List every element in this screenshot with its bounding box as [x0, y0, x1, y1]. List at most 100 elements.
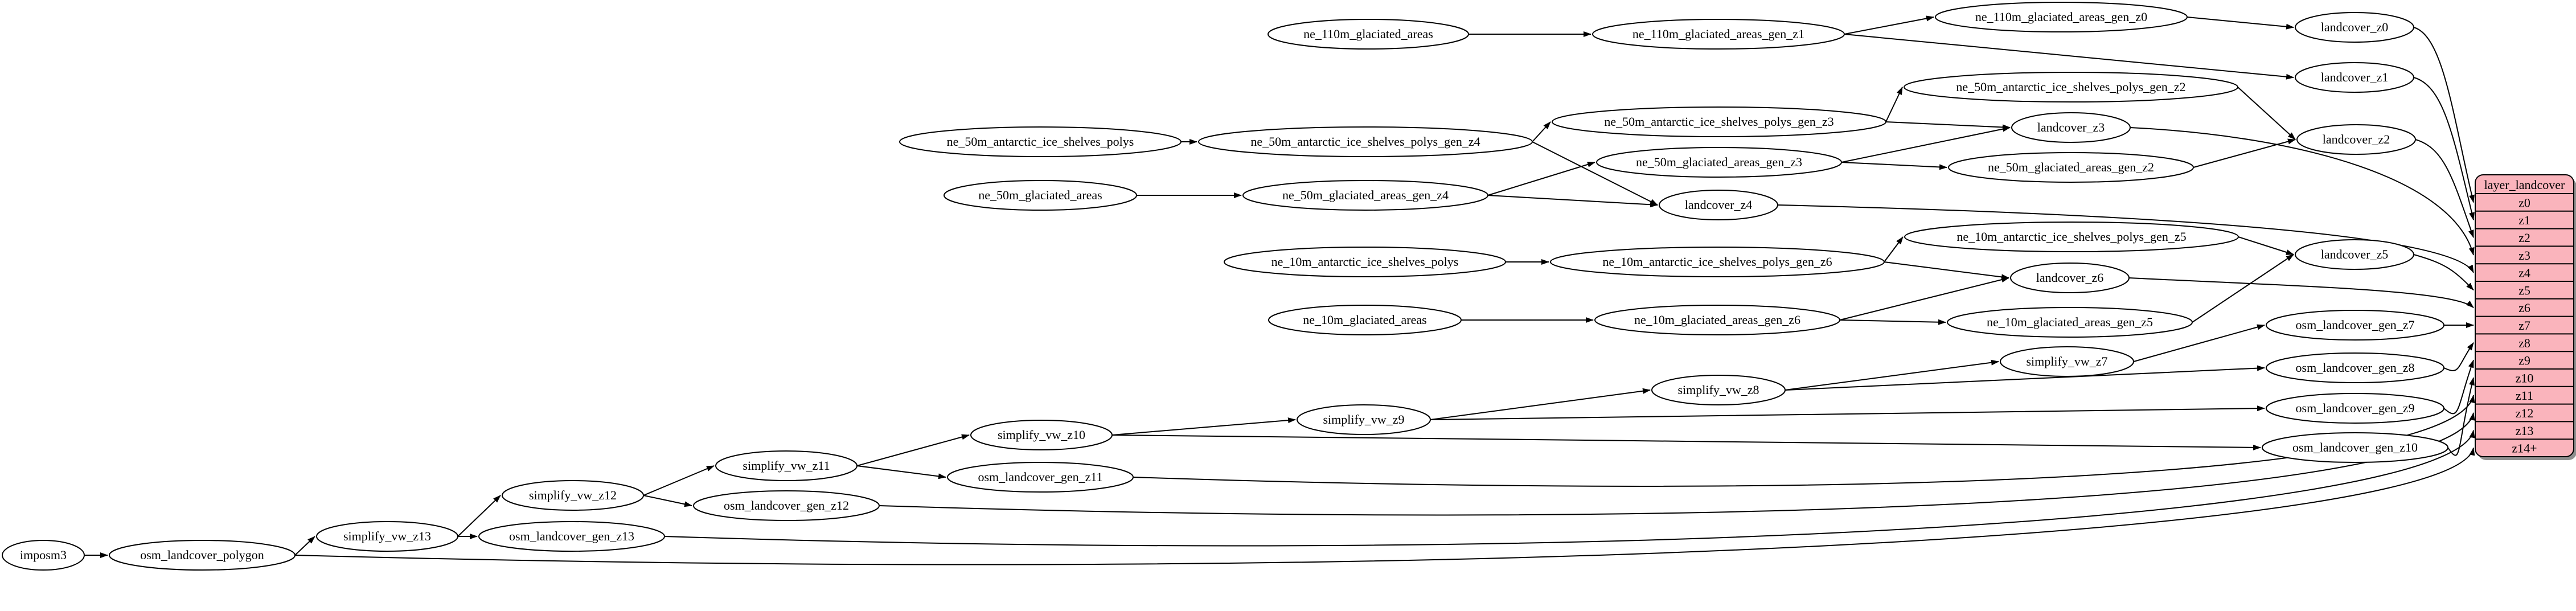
edge-ne_50m_antarctic_ice_shelves_polys_gen_z4-to-ne_50m_antarctic_ice_shelves_polys_gen_z3	[1532, 121, 1551, 142]
table-title: layer_landcover	[2484, 178, 2565, 192]
table-row-z4: z4	[2518, 266, 2530, 280]
node-ne_50m_antarctic_ice_shelves_polys_gen_z3: ne_50m_antarctic_ice_shelves_polys_gen_z…	[1552, 106, 1886, 137]
node-label-ne_50m_glaciated_areas_gen_z3: ne_50m_glaciated_areas_gen_z3	[1636, 155, 1802, 169]
edge-simplify_vw_z7-to-osm_landcover_gen_z7	[2133, 324, 2265, 362]
node-ellipse-simplify_vw_z9	[1297, 404, 1431, 435]
node-label-simplify_vw_z11: simplify_vw_z11	[743, 458, 830, 473]
layer-landcover-table: layer_landcoverz0z1z2z3z4z5z6z7z8z9z10z1…	[2475, 174, 2576, 460]
node-label-landcover_z2: landcover_z2	[2323, 132, 2390, 146]
edge-ne_50m_antarctic_ice_shelves_polys_gen_z2-to-landcover_z2	[2237, 87, 2296, 140]
node-simplify_vw_z11: simplify_vw_z11	[715, 450, 858, 481]
node-label-imposm3: imposm3	[20, 548, 67, 562]
table-row-z3: z3	[2518, 248, 2530, 263]
node-ellipse-simplify_vw_z12	[502, 480, 644, 511]
node-label-osm_landcover_gen_z7: osm_landcover_gen_z7	[2296, 318, 2415, 332]
edge-simplify_vw_z10-to-osm_landcover_gen_z10	[1111, 434, 2261, 450]
node-ellipse-simplify_vw_z13	[316, 521, 458, 552]
node-ellipse-osm_landcover_gen_z11	[947, 462, 1134, 493]
node-label-ne_50m_glaciated_areas: ne_50m_glaciated_areas	[978, 188, 1102, 202]
table-row-z9: z9	[2518, 354, 2530, 368]
node-label-ne_10m_glaciated_areas_gen_z5: ne_10m_glaciated_areas_gen_z5	[1987, 315, 2153, 329]
node-osm_landcover_gen_z10: osm_landcover_gen_z10	[2262, 432, 2448, 463]
node-label-simplify_vw_z8: simplify_vw_z8	[1678, 383, 1759, 397]
node-label-landcover_z3: landcover_z3	[2037, 120, 2105, 134]
node-landcover_z5: landcover_z5	[2295, 239, 2414, 270]
node-label-osm_landcover_gen_z12: osm_landcover_gen_z12	[724, 498, 849, 512]
node-ellipse-ne_110m_glaciated_areas_gen_z0	[1935, 2, 2188, 32]
node-ellipse-osm_landcover_gen_z9	[2266, 393, 2444, 424]
node-label-osm_landcover_polygon: osm_landcover_polygon	[140, 548, 264, 562]
table-row-z13: z13	[2516, 424, 2534, 438]
node-label-simplify_vw_z10: simplify_vw_z10	[998, 428, 1085, 442]
node-ellipse-ne_10m_antarctic_ice_shelves_polys	[1224, 247, 1506, 277]
node-osm_landcover_gen_z8: osm_landcover_gen_z8	[2266, 352, 2444, 383]
node-landcover_z2: landcover_z2	[2296, 124, 2416, 155]
node-ellipse-ne_10m_antarctic_ice_shelves_polys_gen_z5	[1904, 222, 2239, 252]
node-label-ne_50m_antarctic_ice_shelves_polys_gen_z3: ne_50m_antarctic_ice_shelves_polys_gen_z…	[1604, 114, 1833, 129]
node-simplify_vw_z13: simplify_vw_z13	[316, 521, 458, 552]
node-label-ne_50m_glaciated_areas_gen_z4: ne_50m_glaciated_areas_gen_z4	[1282, 188, 1449, 202]
node-ne_10m_glaciated_areas_gen_z5: ne_10m_glaciated_areas_gen_z5	[1947, 307, 2193, 338]
node-label-ne_110m_glaciated_areas_gen_z1: ne_110m_glaciated_areas_gen_z1	[1632, 27, 1804, 41]
node-ellipse-imposm3	[2, 540, 85, 571]
node-label-osm_landcover_gen_z9: osm_landcover_gen_z9	[2296, 401, 2415, 415]
edge-ne_50m_glaciated_areas_gen_z3-to-ne_50m_glaciated_areas_gen_z2	[1841, 162, 1947, 170]
edge-ne_110m_glaciated_areas_gen_z1-to-landcover_z1	[1844, 34, 2294, 80]
node-label-landcover_z4: landcover_z4	[1685, 198, 1753, 212]
edge-osm_landcover_gen_z10-to-row-z10	[2447, 377, 2475, 456]
edge-landcover_z5-to-row-z5	[2413, 254, 2474, 291]
node-ellipse-ne_10m_antarctic_ice_shelves_polys_gen_z6	[1550, 247, 1885, 277]
node-ellipse-landcover_z5	[2295, 239, 2414, 270]
node-ellipse-ne_50m_antarctic_ice_shelves_polys_gen_z4	[1198, 126, 1533, 157]
node-label-ne_50m_antarctic_ice_shelves_polys: ne_50m_antarctic_ice_shelves_polys	[947, 134, 1134, 149]
node-ne_110m_glaciated_areas_gen_z0: ne_110m_glaciated_areas_gen_z0	[1935, 2, 2188, 32]
edge-simplify_vw_z9-to-osm_landcover_gen_z9	[1430, 405, 2265, 420]
node-label-ne_50m_antarctic_ice_shelves_polys_gen_z4: ne_50m_antarctic_ice_shelves_polys_gen_z…	[1250, 134, 1480, 149]
node-label-ne_10m_antarctic_ice_shelves_polys_gen_z6: ne_10m_antarctic_ice_shelves_polys_gen_z…	[1602, 255, 1832, 269]
node-label-ne_10m_antarctic_ice_shelves_polys_gen_z5: ne_10m_antarctic_ice_shelves_polys_gen_z…	[1956, 229, 2186, 244]
edge-osm_landcover_polygon-to-row-z14+	[294, 447, 2475, 565]
table-row-z8: z8	[2518, 336, 2530, 350]
node-label-ne_10m_glaciated_areas_gen_z6: ne_10m_glaciated_areas_gen_z6	[1634, 313, 1800, 327]
edge-osm_landcover_gen_z13-to-row-z13	[664, 429, 2475, 547]
node-ellipse-simplify_vw_z7	[2000, 346, 2134, 377]
node-ellipse-osm_landcover_gen_z8	[2266, 352, 2444, 383]
node-ellipse-ne_50m_antarctic_ice_shelves_polys	[899, 126, 1182, 157]
node-ne_50m_antarctic_ice_shelves_polys_gen_z2: ne_50m_antarctic_ice_shelves_polys_gen_z…	[1904, 72, 2238, 102]
node-osm_landcover_gen_z12: osm_landcover_gen_z12	[693, 490, 880, 521]
node-ellipse-ne_10m_glaciated_areas	[1268, 305, 1462, 335]
edge-ne_110m_glaciated_areas_gen_z0-to-landcover_z0	[2187, 17, 2294, 30]
table-row-z6: z6	[2518, 301, 2530, 315]
edge-ne_50m_glaciated_areas_gen_z2-to-landcover_z2	[2193, 138, 2296, 168]
node-simplify_vw_z7: simplify_vw_z7	[2000, 346, 2134, 377]
node-ellipse-landcover_z0	[2295, 12, 2414, 43]
node-simplify_vw_z12: simplify_vw_z12	[502, 480, 644, 511]
node-imposm3: imposm3	[2, 540, 85, 571]
edge-landcover_z1-to-row-z1	[2413, 77, 2475, 221]
node-ne_10m_glaciated_areas_gen_z6: ne_10m_glaciated_areas_gen_z6	[1594, 305, 1840, 335]
node-label-ne_50m_antarctic_ice_shelves_polys_gen_z2: ne_50m_antarctic_ice_shelves_polys_gen_z…	[1956, 80, 2185, 94]
table-row-z5: z5	[2518, 283, 2530, 297]
node-landcover_z4: landcover_z4	[1659, 190, 1778, 220]
node-label-simplify_vw_z9: simplify_vw_z9	[1323, 412, 1405, 427]
node-ellipse-ne_50m_antarctic_ice_shelves_polys_gen_z2	[1904, 72, 2238, 102]
node-simplify_vw_z10: simplify_vw_z10	[970, 420, 1113, 450]
edge-ne_10m_antarctic_ice_shelves_polys_gen_z6-to-ne_10m_antarctic_ice_shelves_polys_gen_z5	[1884, 236, 1904, 263]
edge-simplify_vw_z8-to-osm_landcover_gen_z8	[1785, 365, 2265, 391]
node-ellipse-ne_50m_glaciated_areas_gen_z2	[1948, 152, 2194, 183]
node-osm_landcover_polygon: osm_landcover_polygon	[109, 540, 296, 571]
table-row-z10: z10	[2516, 371, 2534, 385]
node-ne_10m_antarctic_ice_shelves_polys_gen_z5: ne_10m_antarctic_ice_shelves_polys_gen_z…	[1904, 222, 2239, 252]
edge-ne_50m_glaciated_areas_gen_z3-to-landcover_z3	[1841, 126, 2011, 163]
node-ellipse-simplify_vw_z10	[970, 420, 1113, 450]
node-ellipse-landcover_z1	[2295, 62, 2414, 93]
edge-simplify_vw_z11-to-osm_landcover_gen_z11	[856, 465, 946, 479]
node-label-simplify_vw_z12: simplify_vw_z12	[529, 488, 617, 502]
node-ellipse-ne_50m_antarctic_ice_shelves_polys_gen_z3	[1552, 106, 1886, 137]
table-row-z2: z2	[2518, 231, 2530, 245]
edge-ne_50m_glaciated_areas_gen_z4-to-landcover_z4	[1487, 195, 1658, 208]
node-osm_landcover_gen_z9: osm_landcover_gen_z9	[2266, 393, 2444, 424]
node-ne_50m_glaciated_areas_gen_z3: ne_50m_glaciated_areas_gen_z3	[1596, 147, 1842, 178]
node-osm_landcover_gen_z13: osm_landcover_gen_z13	[478, 521, 665, 552]
